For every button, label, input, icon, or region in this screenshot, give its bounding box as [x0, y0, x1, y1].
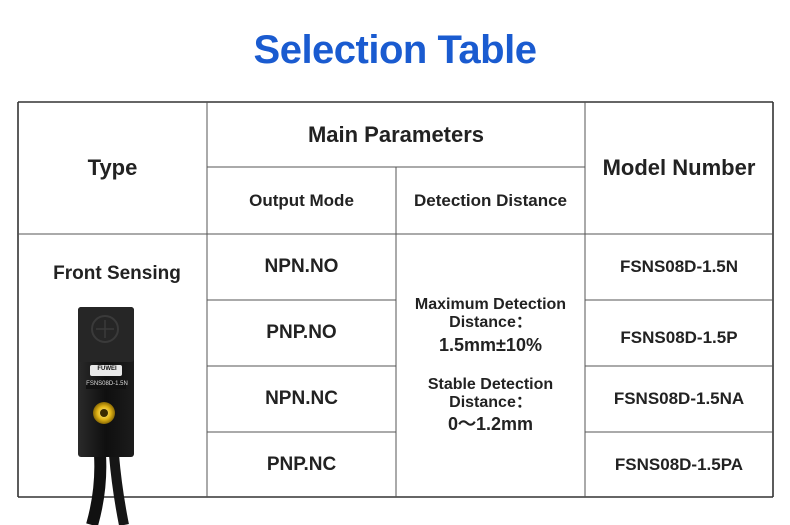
header-type: Type	[87, 155, 138, 180]
detection-distance-cell: Maximum Detection Distance： 1.5mm±10% St…	[396, 234, 585, 497]
stable-detection-label-2: Distance：	[449, 393, 532, 411]
sensor-model-label: FSNS08D-1.5N	[86, 381, 128, 387]
output-mode-row-3: NPN.NC	[265, 388, 338, 409]
max-detection-label-1: Maximum Detection	[414, 296, 567, 314]
header-model-number: Model Number	[602, 155, 756, 180]
sensor-image	[78, 307, 134, 525]
max-detection-value: 1.5mm±10%	[439, 334, 542, 355]
model-number-row-1: FSNS08D-1.5N	[619, 257, 739, 276]
output-mode-row-1: NPN.NO	[264, 256, 339, 277]
header-detection-distance: Detection Distance	[413, 190, 568, 210]
header-output-mode: Output Mode	[249, 190, 354, 210]
model-number-row-3: FSNS08D-1.5NA	[613, 389, 745, 408]
max-detection-label-2: Distance：	[449, 314, 532, 332]
model-number-row-2: FSNS08D-1.5P	[620, 328, 738, 347]
output-mode-row-2: PNP.NO	[266, 322, 337, 343]
model-number-row-4: FSNS08D-1.5PA	[614, 454, 744, 474]
sensor-brand-label: FUWEI	[97, 366, 117, 372]
stable-detection-value: 0～1.2mm	[447, 414, 534, 435]
stable-detection-label-1: Stable Detection	[427, 375, 554, 393]
type-value: Front Sensing	[53, 263, 181, 284]
stable-detection-block: Stable Detection Distance： 0～1.2mm	[428, 376, 553, 435]
header-main-parameters: Main Parameters	[307, 121, 485, 147]
output-mode-row-4: PNP.NC	[266, 453, 337, 475]
page-title: Selection Table	[253, 28, 537, 72]
max-detection-block: Maximum Detection Distance： 1.5mm±10%	[415, 296, 566, 355]
